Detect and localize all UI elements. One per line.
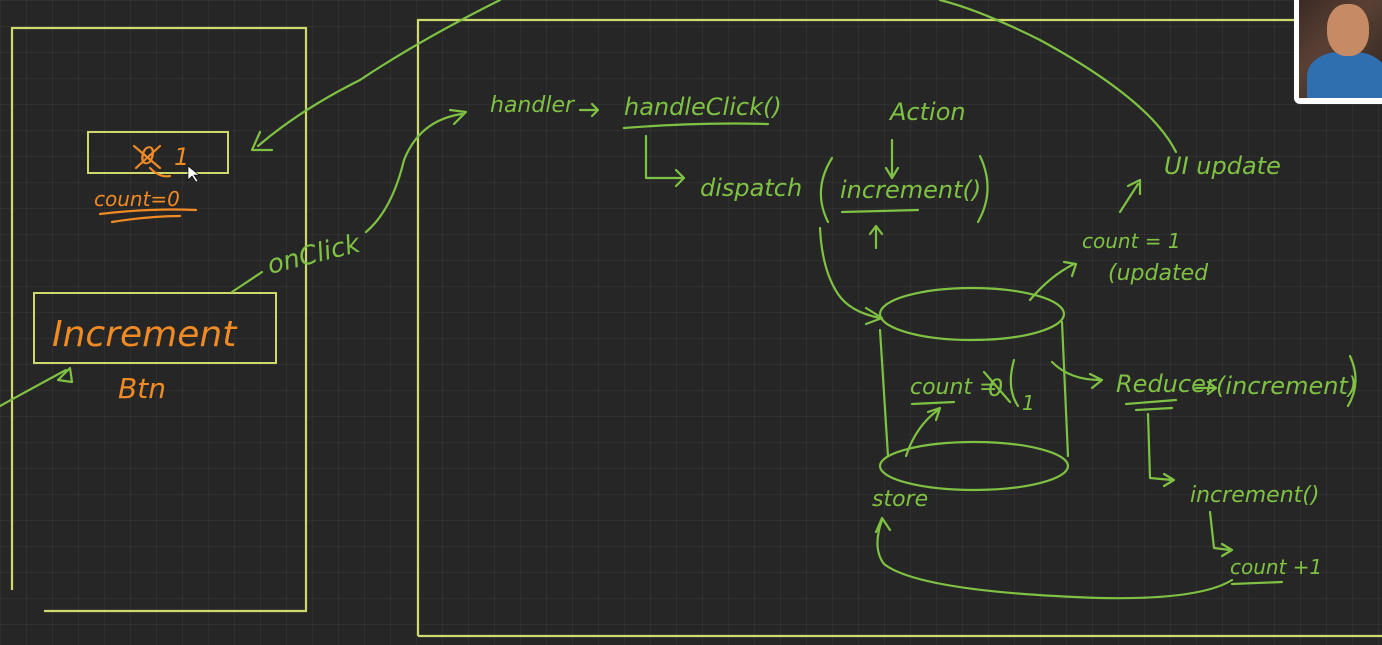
reducer-arrow [1194,380,1218,396]
action-close-paren [976,154,989,224]
increment-button-label: Increment [52,314,238,355]
arrowhead-loop [874,516,892,534]
ui-update-label: UI update [1164,152,1281,180]
dispatch-to-store-arrow [818,226,882,320]
button-caption: Btn [118,372,166,405]
mouse-cursor-icon [187,165,200,183]
count-plus-label: count +1 [1230,555,1322,579]
updated-to-ui-arrow [1118,178,1142,214]
increment-to-countplus-arrow [1208,510,1234,558]
presenter-webcam-overlay [1294,0,1382,104]
increment-action-underline [840,208,920,214]
reducer-close-paren [1346,354,1357,408]
onclick-to-handler-arrow [364,112,464,234]
increment-button-box [33,292,277,364]
display-value: 1 [174,143,189,171]
store-new-value: 1 [1022,391,1035,415]
increment-fn-label: increment() [1190,483,1319,508]
display-arrow [148,166,172,178]
arrowhead-display [250,130,274,152]
store-count-underline [910,400,956,406]
store-cylinder [878,286,1070,492]
reducer-label: Reducer [1116,370,1218,398]
arrowhead-into-button [56,366,74,384]
presenter-head [1327,4,1369,56]
left-ui-frame [10,26,308,613]
count-plus-underline [1230,580,1284,586]
reducer-increment-label: (increment) [1216,372,1357,400]
action-open-paren [819,156,834,224]
count-label: count=0 [94,187,180,211]
action-label: Action [888,98,966,126]
countplus-to-store-loop [876,518,1234,600]
reducer-underline [1124,398,1178,412]
store-inner-arrow [904,406,942,458]
store-to-reducer-arrow [1050,360,1104,390]
action-arrow [884,138,900,180]
handleclick-to-dispatch-arrow [644,134,686,188]
onclick-label: onClick [264,229,364,281]
reducer-to-increment-arrow [1146,412,1176,488]
dispatch-label: dispatch [700,174,802,202]
right-redux-frame [416,18,1382,638]
store-to-updated-arrow [1028,260,1078,302]
updated-label: (updated [1108,261,1209,286]
store-strike-mark [982,358,1020,408]
presenter-shirt [1307,52,1382,98]
arrowhead-handler [448,108,468,126]
count-updated-label: count = 1 [1082,229,1181,253]
count-underline [98,208,198,224]
store-label: store [872,487,928,512]
display-strike-mark [132,144,162,170]
small-up-arrow [868,224,884,250]
ui-update-to-display-arc [256,0,1178,154]
button-to-onclick-line [230,270,264,294]
arrow-into-button [0,368,68,408]
increment-action-label: increment() [840,176,981,204]
handle-click-underline [622,122,770,130]
webcam-feed [1299,0,1382,98]
handler-arrow [578,102,600,118]
handle-click-label: handleClick() [624,93,782,121]
handler-label: handler [490,93,576,118]
store-count-label: count = [910,375,998,400]
